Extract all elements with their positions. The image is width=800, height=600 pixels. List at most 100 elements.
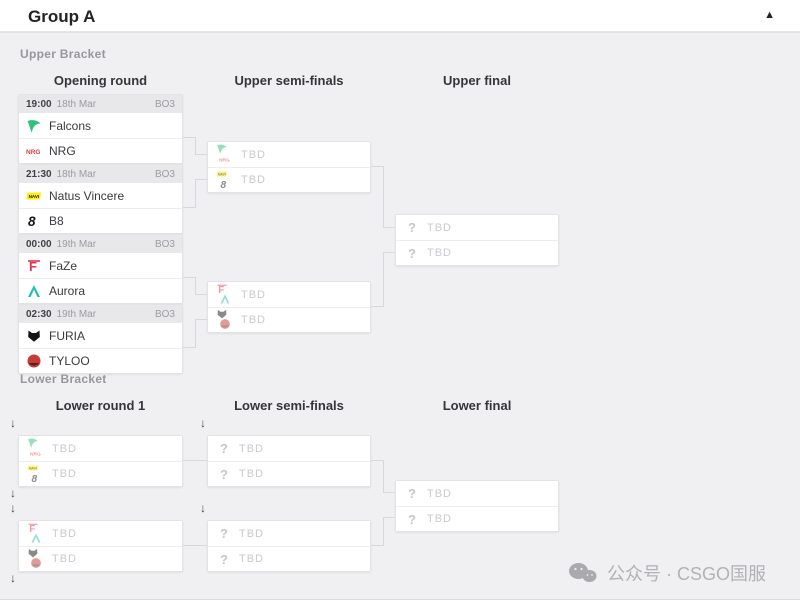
- tbd-label: TBD: [427, 221, 452, 234]
- collapse-caret-icon[interactable]: ▲: [764, 9, 775, 21]
- column-header-lower-round-1: Lower round 1: [55, 398, 146, 413]
- match-card-lb-r1-1[interactable]: TBD TBD: [18, 435, 183, 487]
- match-card-ub-1[interactable]: 19:00 18th Mar BO3 Falcons NRG: [18, 94, 183, 164]
- tbd-slot: ? TBD: [208, 546, 370, 571]
- bracket-connector: [195, 154, 207, 155]
- question-icon: ?: [408, 245, 416, 261]
- bracket-connector: [183, 347, 196, 348]
- match-date: 18th Mar: [56, 168, 97, 180]
- bracket-connector: [371, 460, 384, 461]
- match-date: 19th Mar: [56, 238, 97, 250]
- match-header: 02:30 19th Mar BO3: [19, 305, 182, 323]
- aurora-logo-icon: [219, 293, 231, 305]
- candidate-logos: [216, 144, 234, 166]
- team-row[interactable]: FURIA: [19, 323, 182, 348]
- match-card-ub-2[interactable]: 21:30 18th Mar BO3 Natus Vincere B8: [18, 164, 183, 234]
- team-row[interactable]: NRG: [19, 138, 182, 163]
- team-row[interactable]: Natus Vincere: [19, 183, 182, 208]
- tbd-label: TBD: [239, 442, 264, 455]
- tbd-label: TBD: [427, 247, 452, 259]
- column-header-upper-semi-finals: Upper semi-finals: [234, 73, 344, 88]
- match-card-ub-sf1[interactable]: TBD TBD: [207, 141, 371, 193]
- team-name: FURIA: [49, 328, 85, 343]
- candidate-logos: [216, 284, 234, 306]
- tbd-label: TBD: [52, 442, 77, 455]
- tbd-slot: ? TBD: [396, 506, 558, 531]
- watermark-text: 公众号 · CSGO国服: [606, 564, 766, 584]
- match-card-ub-4[interactable]: 02:30 19th Mar BO3 FURIA TYLOO: [18, 304, 183, 374]
- match-time: 00:00: [26, 238, 52, 250]
- team-name: Natus Vincere: [49, 188, 125, 203]
- tbd-label: TBD: [239, 468, 264, 480]
- bracket-connector: [371, 166, 384, 167]
- tbd-slot: TBD: [208, 282, 370, 307]
- team-name: Falcons: [49, 118, 92, 133]
- group-title: Group A: [28, 7, 96, 26]
- bracket-connector: [195, 179, 196, 208]
- team-name: Aurora: [49, 284, 86, 298]
- tbd-label: TBD: [427, 513, 452, 525]
- faze-logo-icon: [26, 258, 42, 274]
- question-icon: ?: [220, 551, 228, 567]
- bracket-connector: [383, 517, 384, 546]
- match-card-ub-3[interactable]: 00:00 19th Mar BO3 FaZe Aurora: [18, 234, 183, 304]
- team-row[interactable]: Falcons: [19, 113, 182, 138]
- match-header: 00:00 19th Mar BO3: [19, 235, 182, 253]
- match-card-lb-final[interactable]: ? TBD ? TBD: [395, 480, 559, 532]
- match-date: 18th Mar: [56, 98, 97, 110]
- match-header: 21:30 18th Mar BO3: [19, 165, 182, 183]
- column-header-lower-semi-finals: Lower semi-finals: [234, 398, 344, 413]
- match-header: 19:00 18th Mar BO3: [19, 95, 182, 113]
- tbd-slot: TBD: [19, 546, 182, 571]
- team-row[interactable]: TYLOO: [19, 348, 182, 373]
- bracket-connector: [371, 545, 384, 546]
- tbd-label: TBD: [239, 553, 264, 565]
- tbd-label: TBD: [239, 527, 264, 540]
- wechat-icon: [567, 561, 598, 585]
- bracket-connector: [383, 460, 384, 493]
- tbd-slot: ? TBD: [208, 521, 370, 546]
- bracket-connector: [383, 227, 395, 228]
- bracket-connector: [183, 277, 196, 278]
- column-header-lower-final: Lower final: [442, 398, 512, 413]
- match-card-ub-final[interactable]: ? TBD ? TBD: [395, 214, 559, 266]
- question-icon: ?: [408, 220, 416, 235]
- tbd-label: TBD: [241, 148, 266, 161]
- match-card-lb-sf2[interactable]: ? TBD ? TBD: [207, 520, 371, 572]
- bracket-connector: [383, 166, 384, 228]
- drop-arrow-icon: ↓: [10, 416, 16, 430]
- match-format: BO3: [154, 308, 175, 320]
- candidate-logos: [216, 309, 234, 331]
- match-card-lb-r1-2[interactable]: TBD TBD: [18, 520, 183, 572]
- match-format: BO3: [154, 168, 175, 180]
- team-name: B8: [49, 214, 64, 228]
- team-row[interactable]: B8: [19, 208, 182, 233]
- aurora-logo-icon: [26, 283, 42, 299]
- bracket-connector: [195, 294, 207, 295]
- match-card-ub-sf2[interactable]: TBD TBD: [207, 281, 371, 333]
- team-name: FaZe: [49, 258, 78, 273]
- tyloo-logo-icon: [219, 318, 231, 330]
- bracket-connector: [183, 545, 207, 546]
- match-format: BO3: [154, 98, 175, 110]
- tbd-slot: TBD: [19, 436, 182, 461]
- bracket-connector: [183, 207, 196, 208]
- team-row[interactable]: FaZe: [19, 253, 182, 278]
- tbd-label: TBD: [52, 468, 77, 480]
- navi-logo-icon: [26, 188, 42, 204]
- candidate-logos: [27, 463, 45, 485]
- candidate-logos: [216, 169, 234, 191]
- column-header-opening-round: Opening round: [53, 73, 148, 88]
- bracket-connector: [383, 517, 395, 518]
- tbd-label: TBD: [241, 174, 266, 186]
- bracket-connector: [183, 460, 207, 461]
- tbd-slot: ? TBD: [208, 461, 370, 486]
- team-row[interactable]: Aurora: [19, 278, 182, 303]
- bracket-connector: [195, 137, 196, 155]
- tbd-slot: ? TBD: [396, 215, 558, 240]
- drop-arrow-icon: ↓: [10, 571, 16, 585]
- match-card-lb-sf1[interactable]: ? TBD ? TBD: [207, 435, 371, 487]
- tbd-slot: TBD: [208, 142, 370, 167]
- bracket-connector: [383, 492, 395, 493]
